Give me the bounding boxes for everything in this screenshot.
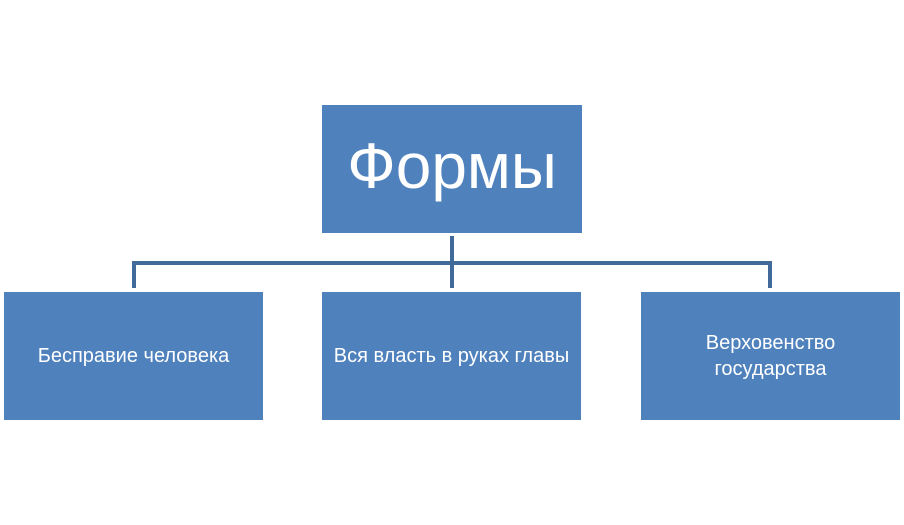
root-node-label: Формы — [347, 130, 557, 202]
child-node-label: Бесправие человека — [37, 345, 230, 367]
child-node-all-power-to-head: Вся власть в руках главы — [322, 292, 581, 420]
child-node-label: Верховенство государства — [705, 332, 836, 380]
child-node-state-supremacy: Верховенство государства — [641, 292, 900, 420]
child-node-label: Вся власть в руках главы — [333, 345, 570, 367]
root-node-forms: Формы — [322, 105, 582, 233]
child-node-lawlessness: Бесправие человека — [4, 292, 263, 420]
